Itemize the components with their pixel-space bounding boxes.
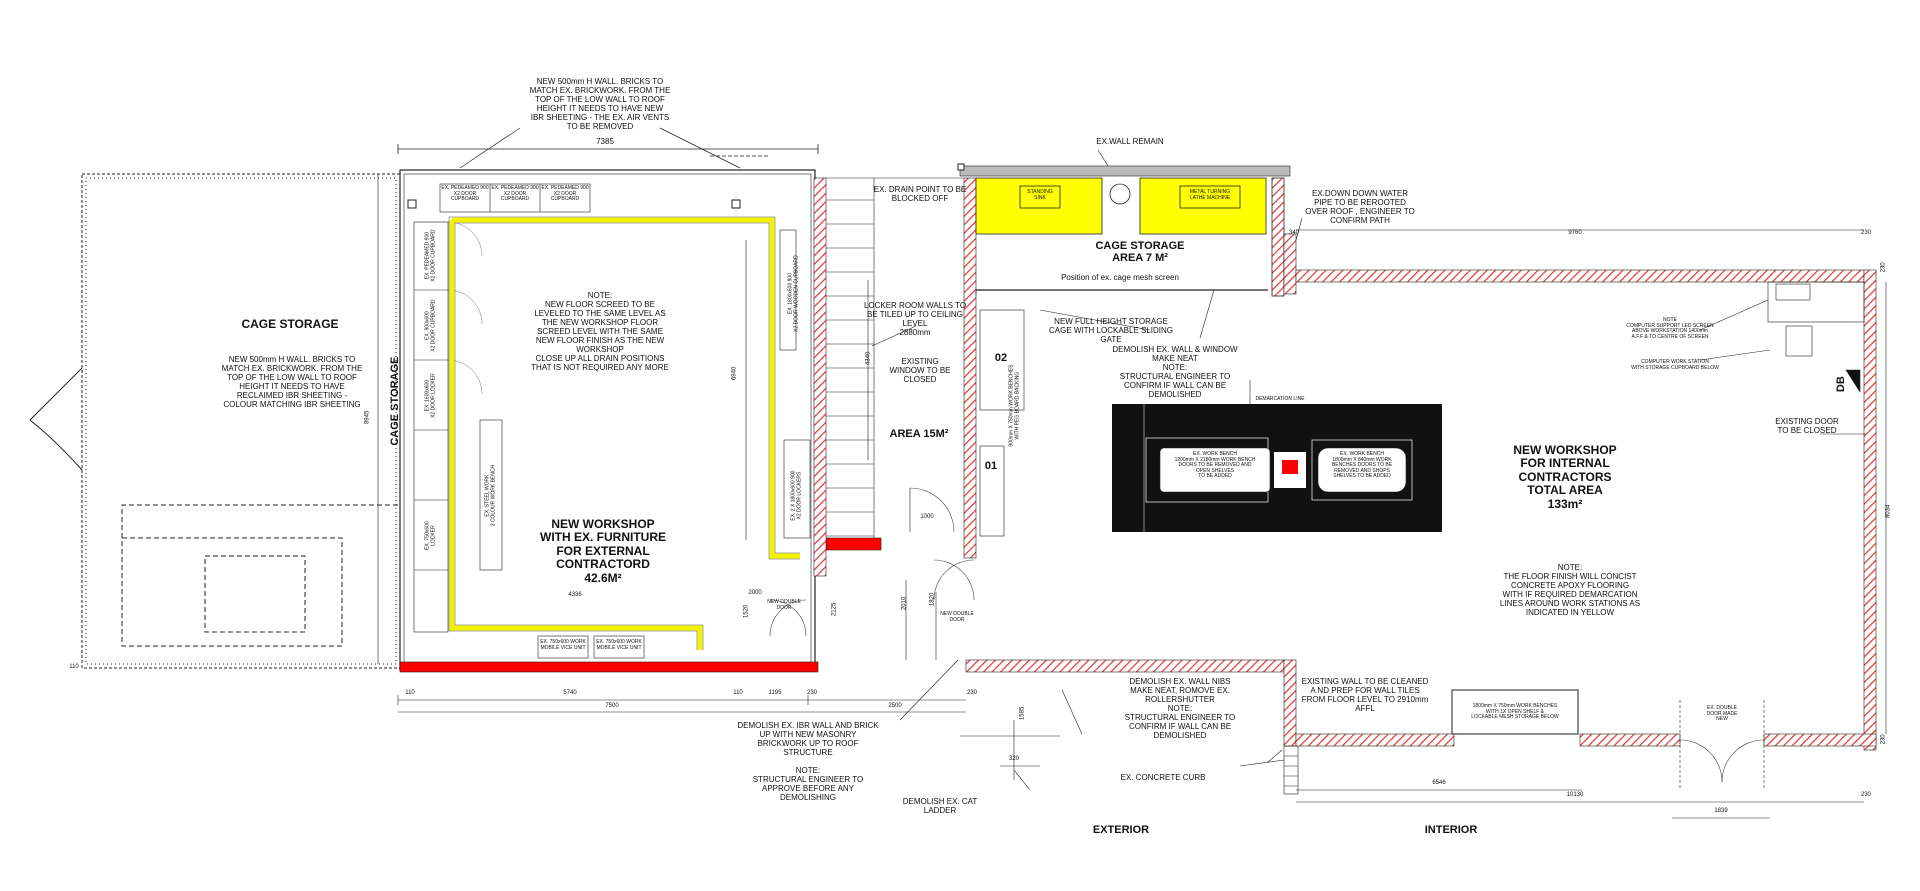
demolish-ibr-note: DEMOLISH EX. IBR WALL AND BRICK UP WITH …	[737, 721, 879, 802]
dimension-340-label: 340	[1288, 230, 1299, 236]
cage-storage-left-title: CAGE STORAGE	[241, 317, 339, 331]
dimension-6940-label: 6940	[731, 366, 738, 381]
dimension-2125-label: 2125	[831, 602, 838, 617]
work-bench-vertical: EX. STEEL WORK 3 COLOUR WORK BENCH	[484, 464, 496, 527]
yellow-demarcation-outline	[448, 216, 800, 650]
standing-sink-label: STANDING SINK	[1027, 189, 1053, 201]
mobile-vice-unit-a: EX. 750x600 WORK MOBILE VICE UNIT	[540, 639, 586, 651]
wall-cleaned-note: EXISTING WALL TO BE CLEANED A ND PREP FO…	[1301, 677, 1429, 713]
dimension-320-label: 320	[1008, 756, 1019, 762]
existing-window-note: EXISTING WINDOW TO BE CLOSED	[889, 357, 951, 384]
room-label-02: 02	[994, 352, 1008, 364]
cage-storage-7-title: CAGE STORAGE AREA 7 M²	[1095, 240, 1185, 265]
dimension-230-f: 230	[1860, 792, 1871, 798]
cupboard-top-c: EX. PEDEAMED 900 X2 DOOR CUPBOARD	[541, 185, 589, 203]
dimension-230-b: 230	[966, 690, 977, 696]
locker-room-walls	[769, 177, 1025, 637]
lockers-locker-room: EX. 2 X 1800x600 900 X2 DOOR LOCKERS	[790, 470, 802, 521]
demarcation-line-label: DEMARCATION LINE	[1255, 396, 1305, 402]
cage-mesh-note: Position of ex. cage mesh screen	[1061, 273, 1179, 282]
note-floor-screed: NOTE: NEW FLOOR SCREED TO BE LEVELED TO …	[531, 291, 669, 372]
ex-double-door-label: EX. DOUBLE DOOR MADE NEW	[1706, 705, 1738, 723]
exterior-label: EXTERIOR	[1092, 824, 1150, 836]
workshop-internal-title: NEW WORKSHOP FOR INTERNAL CONTRACTORS TO…	[1513, 443, 1617, 511]
demolish-black-area	[1112, 404, 1442, 532]
ex-downpipe-note: EX.DOWN DOWN WATER PIPE TO BE REROOTED O…	[1305, 189, 1415, 225]
metal-turning-label: METAL TURNING LATHE MACHINE	[1189, 189, 1231, 201]
dimension-230-e: 230	[1880, 734, 1887, 745]
db-label: DB	[1834, 376, 1847, 393]
dimension-230-a: 230	[806, 690, 817, 696]
cupboard-top-b: EX. PEDEAMED 900 X2 DOOR CUPBOARD	[491, 185, 539, 203]
note-floor-finish: NOTE: THE FLOOR FINISH WILL CONCIST CONC…	[1499, 563, 1641, 617]
workshop-external-title: NEW WORKSHOP WITH EX. FURNITURE FOR EXTE…	[540, 517, 666, 585]
dimension-8945-label: 8945	[364, 410, 371, 425]
lockers-locker-room-b: EX. 1800x600 900 X2 DOOR WOODEN CUPBOARD	[787, 255, 799, 332]
dimension-4336-label: 4336	[568, 592, 582, 598]
dimension-1820-label: 1820	[929, 592, 936, 607]
dimension-1520-label: 1520	[743, 604, 750, 619]
dimension-7385-label: 7385	[596, 137, 614, 146]
room-label-01: 01	[984, 460, 998, 472]
ex-drain-note: EX. DRAIN POINT TO BE BLOCKED OFF	[873, 185, 967, 203]
mobile-vice-unit-b: EX. 750x600 WORK MOBILE VICE UNIT	[596, 639, 642, 651]
dimension-230-d: 230	[1880, 262, 1887, 273]
note-monitor: NOTE COMPUTER SUPPORT LED SCREEN ABOVE W…	[1626, 317, 1714, 340]
cupboard-top-a: EX. PEDEAMED 900 X2 DOOR CUPBOARD	[441, 185, 489, 203]
top-wall-beam	[957, 163, 1291, 177]
ex-concrete-curb-label: EX. CONCRETE CURB	[1120, 773, 1206, 782]
dimension-4340-label: 4340	[865, 351, 872, 366]
new-double-door-a: NEW DOUBLE DOOR	[767, 599, 801, 611]
new-double-door-b: NEW DOUBLE DOOR	[940, 611, 974, 623]
left-cage-storage-outline	[29, 173, 401, 669]
locker-room-walls-note: LOCKER ROOM WALLS TO BE TILED UP TO CEIL…	[863, 301, 967, 337]
bench-area15: 900mm X 750mm WORK BENCHES WITH PEG BOAR…	[1008, 364, 1020, 447]
dimension-7500-label: 7500	[605, 703, 619, 709]
dimension-10130-label: 10130	[1566, 792, 1584, 798]
cupboard-left-a: EX. PEDEAMED 900 X2 DOOR CUPBOARD	[424, 229, 436, 282]
yellow-demarcation-external	[449, 217, 800, 650]
bench-bottom-right-label: 1800mm X 750mm WORK BENCHES WITH 1X OPEN…	[1471, 703, 1559, 721]
demolish-wall-window-note: DEMOLISH EX. WALL & WINDOW MAKE NEAT NOT…	[1112, 345, 1238, 399]
computer-station-label: COMPUTER WORK STATION WITH STORAGE CUPBO…	[1631, 359, 1719, 371]
note-top-wall: NEW 500mm H WALL. BRICKS TO MATCH EX. BR…	[529, 77, 671, 131]
cage-storage-7-area	[975, 177, 1285, 297]
dimension-lines	[377, 174, 1887, 819]
dimension-1195-label: 1195	[768, 690, 782, 696]
dimension-7385	[397, 144, 819, 157]
cupboard-left-b: EX. 900x600 X2 DOOR CUPBOARD	[424, 299, 436, 352]
existing-door-note: EXISTING DOOR TO BE CLOSED	[1775, 417, 1839, 435]
demolish-cat-ladder-note: DEMOLISH EX. CAT LADDER	[902, 797, 978, 815]
interior-label: INTERIOR	[1424, 824, 1478, 836]
area-15-label: AREA 15M²	[889, 428, 949, 440]
dimension-6546-label: 6546	[1432, 780, 1446, 786]
internal-workshop-walls	[965, 233, 1877, 795]
dimension-110-c: 110	[69, 664, 79, 670]
cage-storage-vertical-label: CAGE STORAGE	[388, 356, 401, 446]
dimension-110-b: 110	[733, 690, 743, 696]
dimension-5740-label: 5740	[563, 690, 577, 696]
dimension-2000-label: 2000	[748, 590, 762, 596]
dimension-8034-label: 8034	[1885, 504, 1892, 519]
cupboard-left-c: EX. 1600x600 X2 DOOR LOCKER	[424, 373, 436, 418]
demolish-nibs-note: DEMOLISH EX. WALL NIBS MAKE NEAT, ROMOVE…	[1124, 677, 1236, 740]
dimension-230-c: 230	[1860, 230, 1871, 236]
bench-left-label: EX. WORK BENCH 1200mm X 2180mm WORK BENC…	[1174, 451, 1256, 480]
dimension-1000-label: 1000	[920, 514, 934, 520]
note-left-wall: NEW 500mm H WALL. BRICKS TO MATCH EX. BR…	[221, 355, 363, 409]
bench-right-label: EX. WORK BENCH 1800mm X 840mm WORK BENCH…	[1331, 451, 1393, 480]
full-height-storage-note: NEW FULL HEIGHT STORAGE CAGE WITH LOCKAB…	[1048, 317, 1174, 344]
leader-lines	[871, 149, 1866, 791]
top-note-leaders	[459, 127, 741, 169]
dimension-2500-label: 2500	[888, 703, 902, 709]
dimension-2010-label: 2010	[901, 596, 908, 611]
ex-wall-remain-label: EX.WALL REMAIN	[1096, 137, 1164, 146]
cupboard-left-d: EX. 750x600 LOCKER	[424, 521, 436, 550]
dimension-9760-label: 9760	[1568, 230, 1582, 236]
dimension-110-a: 110	[405, 690, 415, 696]
dimension-1839-label: 1839	[1714, 808, 1728, 814]
dimension-1585-label: 1585	[1019, 706, 1026, 721]
